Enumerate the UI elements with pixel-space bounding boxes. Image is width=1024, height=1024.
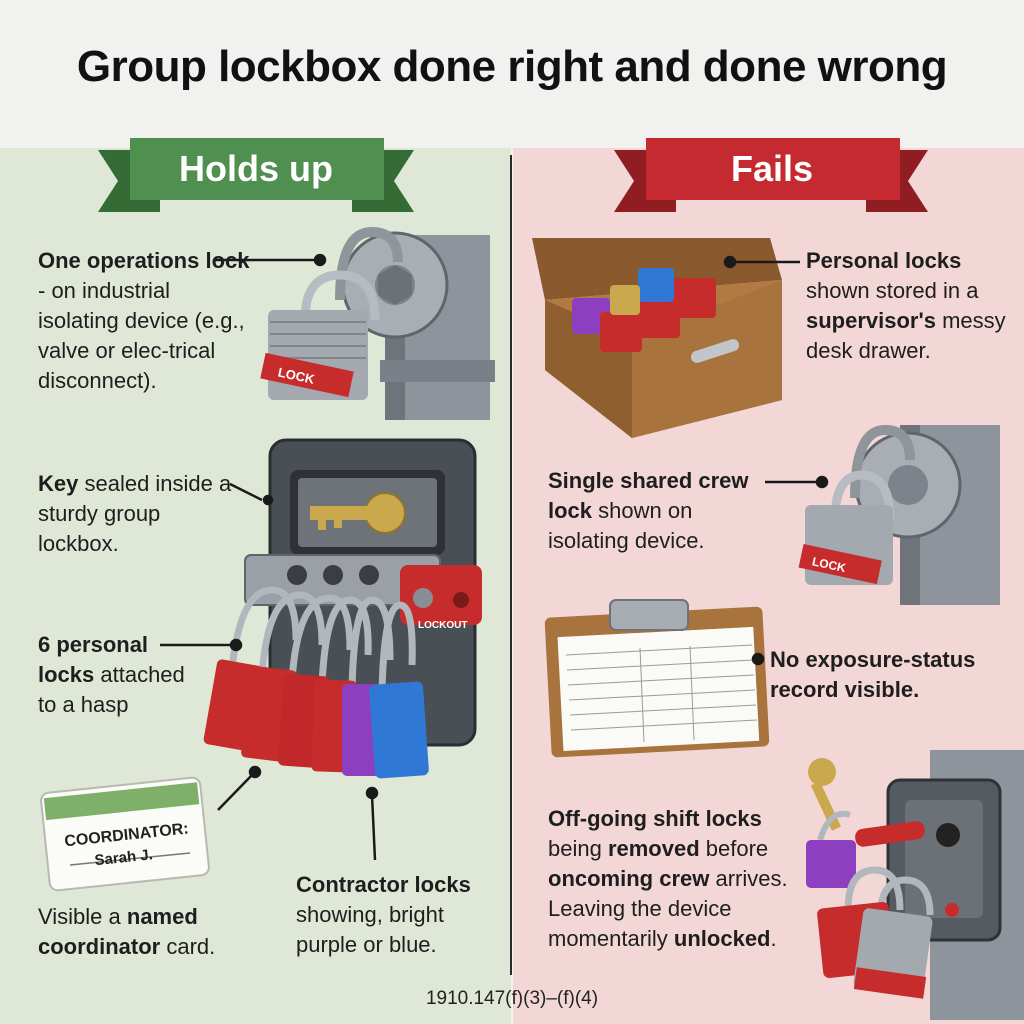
shift-locks-text4: . — [770, 926, 777, 951]
drawer-label: Personal locks shown stored in a supervi… — [806, 246, 1006, 366]
holds-up-banner: Holds up — [98, 138, 414, 206]
key-sealed-text: sealed inside a sturdy group lockbox. — [38, 471, 232, 556]
personal-locks-bold: 6 personal locks — [38, 632, 149, 687]
shift-locks-bold4: unlocked — [673, 926, 771, 951]
regulation-citation: 1910.147(f)(3)–(f)(4) — [425, 988, 599, 1009]
page-title: Group lockbox done right and done wrong — [76, 42, 948, 91]
contractor-locks-label: Contractor locks showing, bright purple … — [296, 870, 496, 960]
holds-up-label: Holds up — [179, 148, 333, 189]
key-sealed-label: Key sealed inside a sturdy group lockbox… — [38, 469, 238, 559]
shift-locks-text1: being — [548, 836, 608, 861]
drawer-text1: shown stored in a — [806, 278, 979, 303]
no-record-label: No exposure-status record visible. — [770, 645, 995, 705]
shift-locks-bold: Off-going shift locks — [548, 806, 762, 831]
operations-lock-label: One operations lock - on industrial isol… — [38, 246, 253, 396]
operations-lock-text: - on industrial isolating device (e.g., … — [38, 278, 245, 393]
shared-lock-label-text: shown on isolating device. — [548, 498, 705, 553]
coordinator-card-bold: named coordinator — [38, 904, 198, 959]
personal-locks-label: 6 personal locks attached to a hasp — [38, 630, 208, 720]
shift-locks-text3: arrives. Leaving the device momentarily — [548, 866, 788, 951]
coordinator-card-text2: card. — [160, 934, 216, 959]
coordinator-card-label: Visible a named coordinator card. — [38, 902, 238, 962]
fails-label: Fails — [730, 148, 814, 189]
key-sealed-bold: Key — [38, 471, 79, 496]
drawer-text2: messy desk drawer. — [806, 308, 1006, 363]
shift-locks-text2: before — [699, 836, 769, 861]
drawer-bold: Personal locks — [806, 248, 962, 273]
shift-locks-bold3: oncoming crew — [548, 866, 710, 891]
drawer-bold2: supervisor's — [806, 308, 936, 333]
header: Group lockbox done right and done wrong — [0, 0, 1024, 148]
shift-locks-label: Off-going shift locks being removed befo… — [548, 804, 808, 954]
coordinator-card-text1: Visible a — [38, 904, 127, 929]
contractor-locks-bold: Contractor locks — [296, 872, 471, 897]
shift-locks-bold2: removed — [607, 836, 700, 861]
shared-lock-bold: Single shared crew lock — [548, 468, 749, 523]
personal-locks-text: attached to a hasp — [38, 662, 185, 717]
shared-lock-label: Single shared crew lock shown on isolati… — [548, 466, 773, 556]
no-record-bold: No exposure-status record visible. — [770, 647, 976, 702]
center-divider — [510, 155, 512, 975]
contractor-locks-text: showing, bright purple or blue. — [296, 902, 444, 957]
fails-banner: Fails — [614, 138, 930, 206]
operations-lock-bold: One operations lock — [38, 248, 250, 273]
